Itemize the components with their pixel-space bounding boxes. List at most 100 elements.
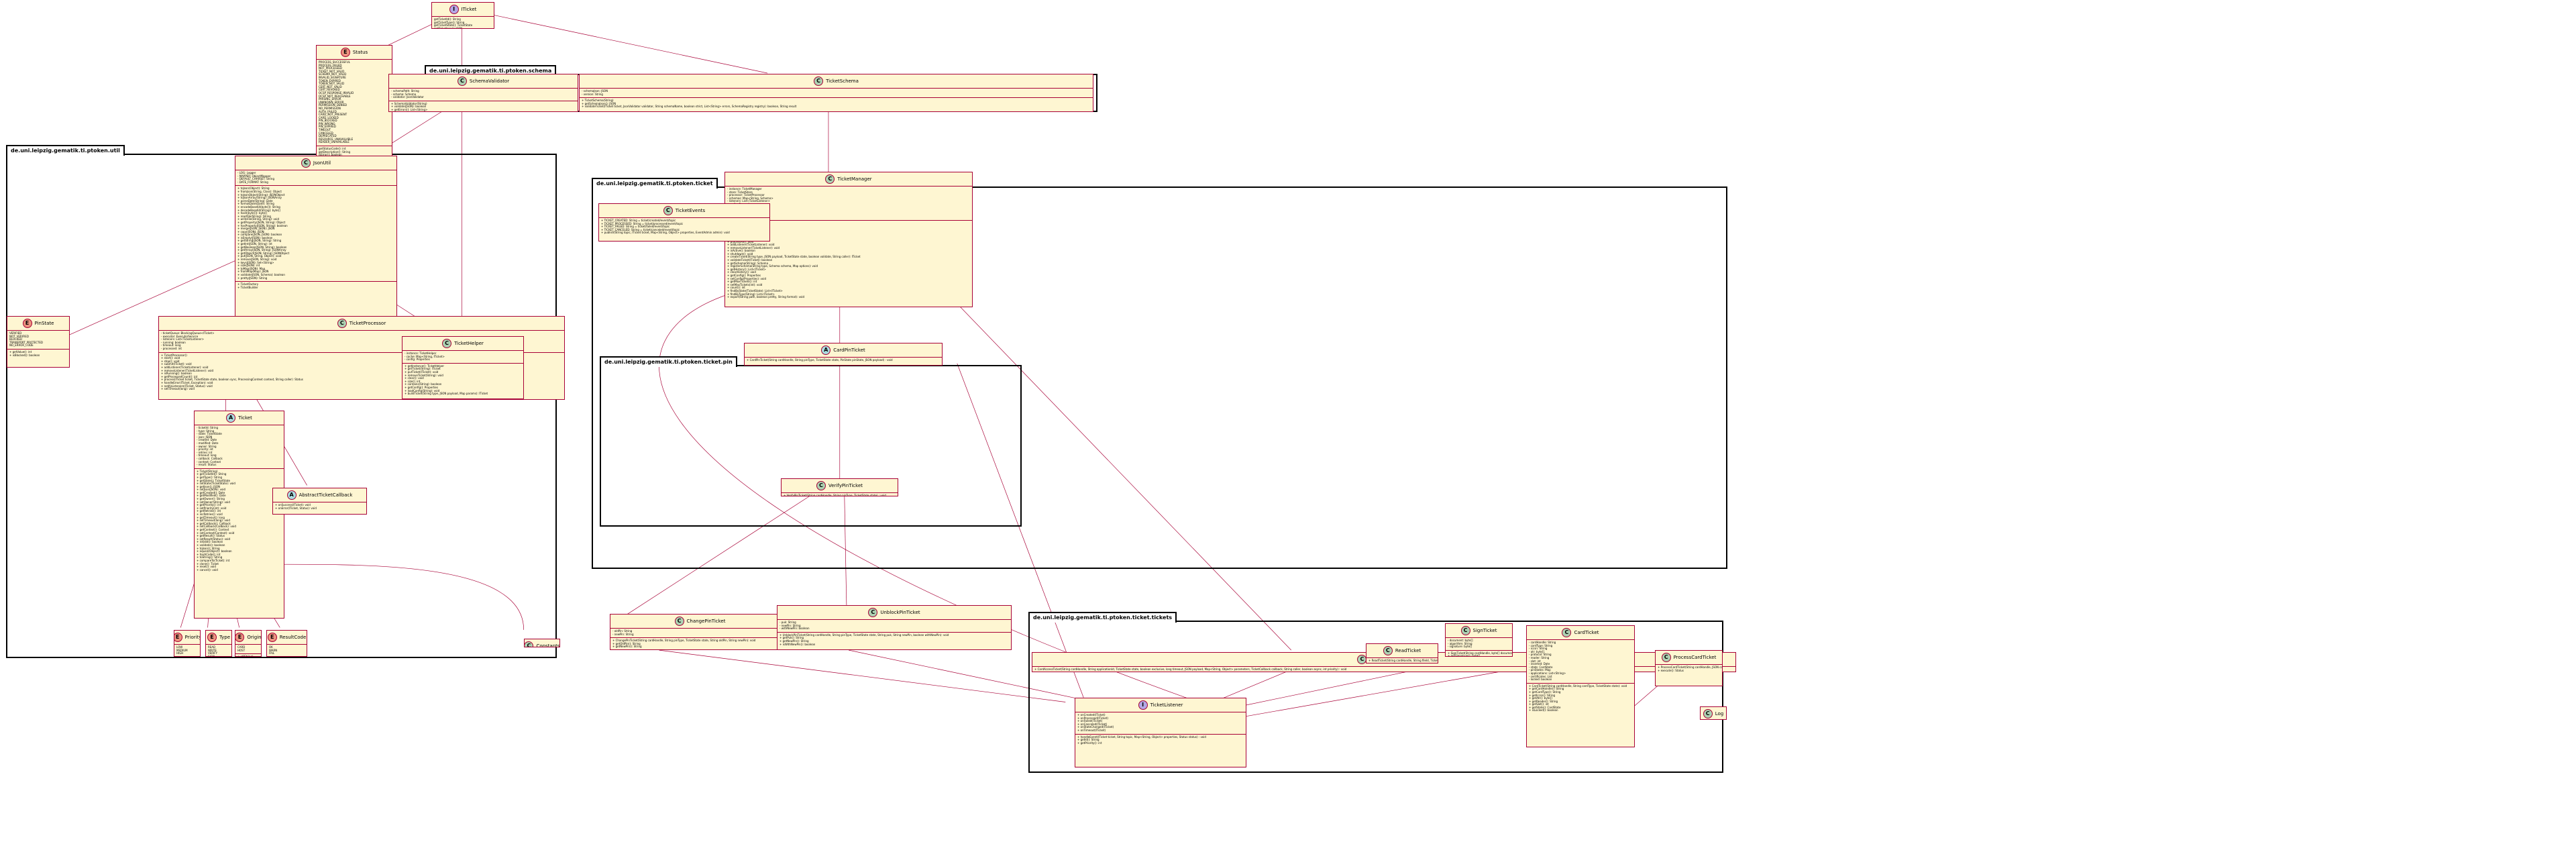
package-ticket: de.uni.leipzig.gematik.ti.ptoken.ticket xyxy=(592,178,1727,569)
class-section: + TicketSchema(String)+ getSchemaJson():… xyxy=(580,98,1093,110)
class-section: - puk: String- newPin: String- withNewPi… xyxy=(777,620,1011,633)
class-member: + publish(String topic, ITicket ticket, … xyxy=(601,231,730,235)
class-member: + onStateChanged(ITicket) xyxy=(1077,725,1114,729)
class-member: + CardTicket(String cardHandle, String c… xyxy=(1529,684,1627,688)
class-member: DEPRECATED xyxy=(319,134,337,138)
class-member: - reader: String xyxy=(1529,655,1550,659)
link-pin-mid-to-right xyxy=(844,485,847,605)
class-member: SIGN xyxy=(208,654,215,657)
class-member: + of(String) xyxy=(237,655,254,657)
class-member: - config: Properties xyxy=(405,358,430,362)
class-member: + setCallback(Callback): void xyxy=(197,525,236,529)
class-section: - oldPin: String- newPin: String xyxy=(610,629,790,639)
class-member: READ xyxy=(208,645,216,649)
class-member: + addListener(TicketListener): void xyxy=(161,365,209,369)
class-member: getDescription(): String xyxy=(319,150,351,154)
class-member: + TicketFactory xyxy=(237,282,259,286)
class-member: + loadConfig(String): void xyxy=(405,388,440,392)
class-member: + buildTicket(String type, JSON payload,… xyxy=(405,392,488,396)
class-member: + getErrors(): List<String> xyxy=(391,107,428,111)
class-member: + validateTicket(ITicket): boolean xyxy=(727,258,773,262)
stereotype-icon: C xyxy=(525,641,534,647)
class-member: CARD_LOCKED xyxy=(319,115,339,119)
class-section: + TicketProcessor()+ start(): void+ stop… xyxy=(159,353,564,392)
stereotype-icon: C xyxy=(1661,653,1671,662)
class-member: getTicketType(): String xyxy=(434,20,465,24)
stereotype-icon: C xyxy=(1383,646,1393,655)
class-member: - schemaJson: JSON xyxy=(582,89,608,93)
stereotype-icon: C xyxy=(337,319,347,328)
class-member: + getSchema(String): Schema xyxy=(727,261,769,265)
class-member: BLOCKED xyxy=(9,337,23,341)
class-member: TRANSPORT_PROTECTED xyxy=(9,340,43,344)
class-member: isError(): boolean xyxy=(319,153,342,157)
stereotype-icon: E xyxy=(235,633,245,642)
class-name: TicketProcessor xyxy=(349,321,386,326)
class-member: + onCreated(ITicket) xyxy=(1077,713,1106,716)
stereotype-icon: C xyxy=(1703,709,1713,718)
class-member: + getObject(JSON, String): JSONObject xyxy=(237,251,290,255)
class-member: + setConfig(Properties): void xyxy=(727,276,766,280)
class-member: - cardType: String xyxy=(1529,643,1553,647)
class-member: - executor: ExecutorService xyxy=(161,334,199,338)
class-member: + setResult(Status): void xyxy=(197,537,231,541)
class-member: - MAPPER: ObjectMapper xyxy=(237,174,271,178)
stereotype-icon: C xyxy=(674,617,684,626)
class-member: + getConfig(): Properties xyxy=(405,385,438,389)
class-member: CARD xyxy=(237,645,246,649)
class-member: - cardHandle: String xyxy=(1529,641,1556,644)
class-member: + keys(JSON): Set<String> xyxy=(237,260,274,264)
class-member: + export(String path, boolean pretty, St… xyxy=(727,295,805,299)
class-member: getTicketState(): TicketState xyxy=(434,23,473,28)
class-member: + getValue(): int xyxy=(9,350,32,354)
class-member: + TICKET_PROCESSED: String = ticket/proc… xyxy=(601,221,684,225)
class-member: CARD_NOT_PRESENT xyxy=(319,113,347,117)
class-member: + getBoolean(JSON, String): boolean xyxy=(237,245,287,249)
stereotype-icon: C xyxy=(816,481,826,490)
stereotype-icon: A xyxy=(821,345,831,355)
stereotype-icon: C xyxy=(825,174,835,184)
class-section: - ticketQueue: BlockingQueue<ITicket>- e… xyxy=(159,331,564,353)
class-member: + getNewPin(): String xyxy=(612,645,642,649)
class-member: + decodeBase64(String): byte[] xyxy=(237,208,280,212)
class-member: + getHistory(): List<ITicket> xyxy=(727,267,766,271)
class-member: + ProcessCardTicket(String cardHandle, J… xyxy=(1658,665,1723,669)
class-member: - document: byte[] xyxy=(1448,639,1473,642)
class-member: - algorithm: String xyxy=(1448,641,1472,645)
class-member: - newPin: String xyxy=(780,623,801,627)
class-name: ResultCode xyxy=(279,635,307,640)
